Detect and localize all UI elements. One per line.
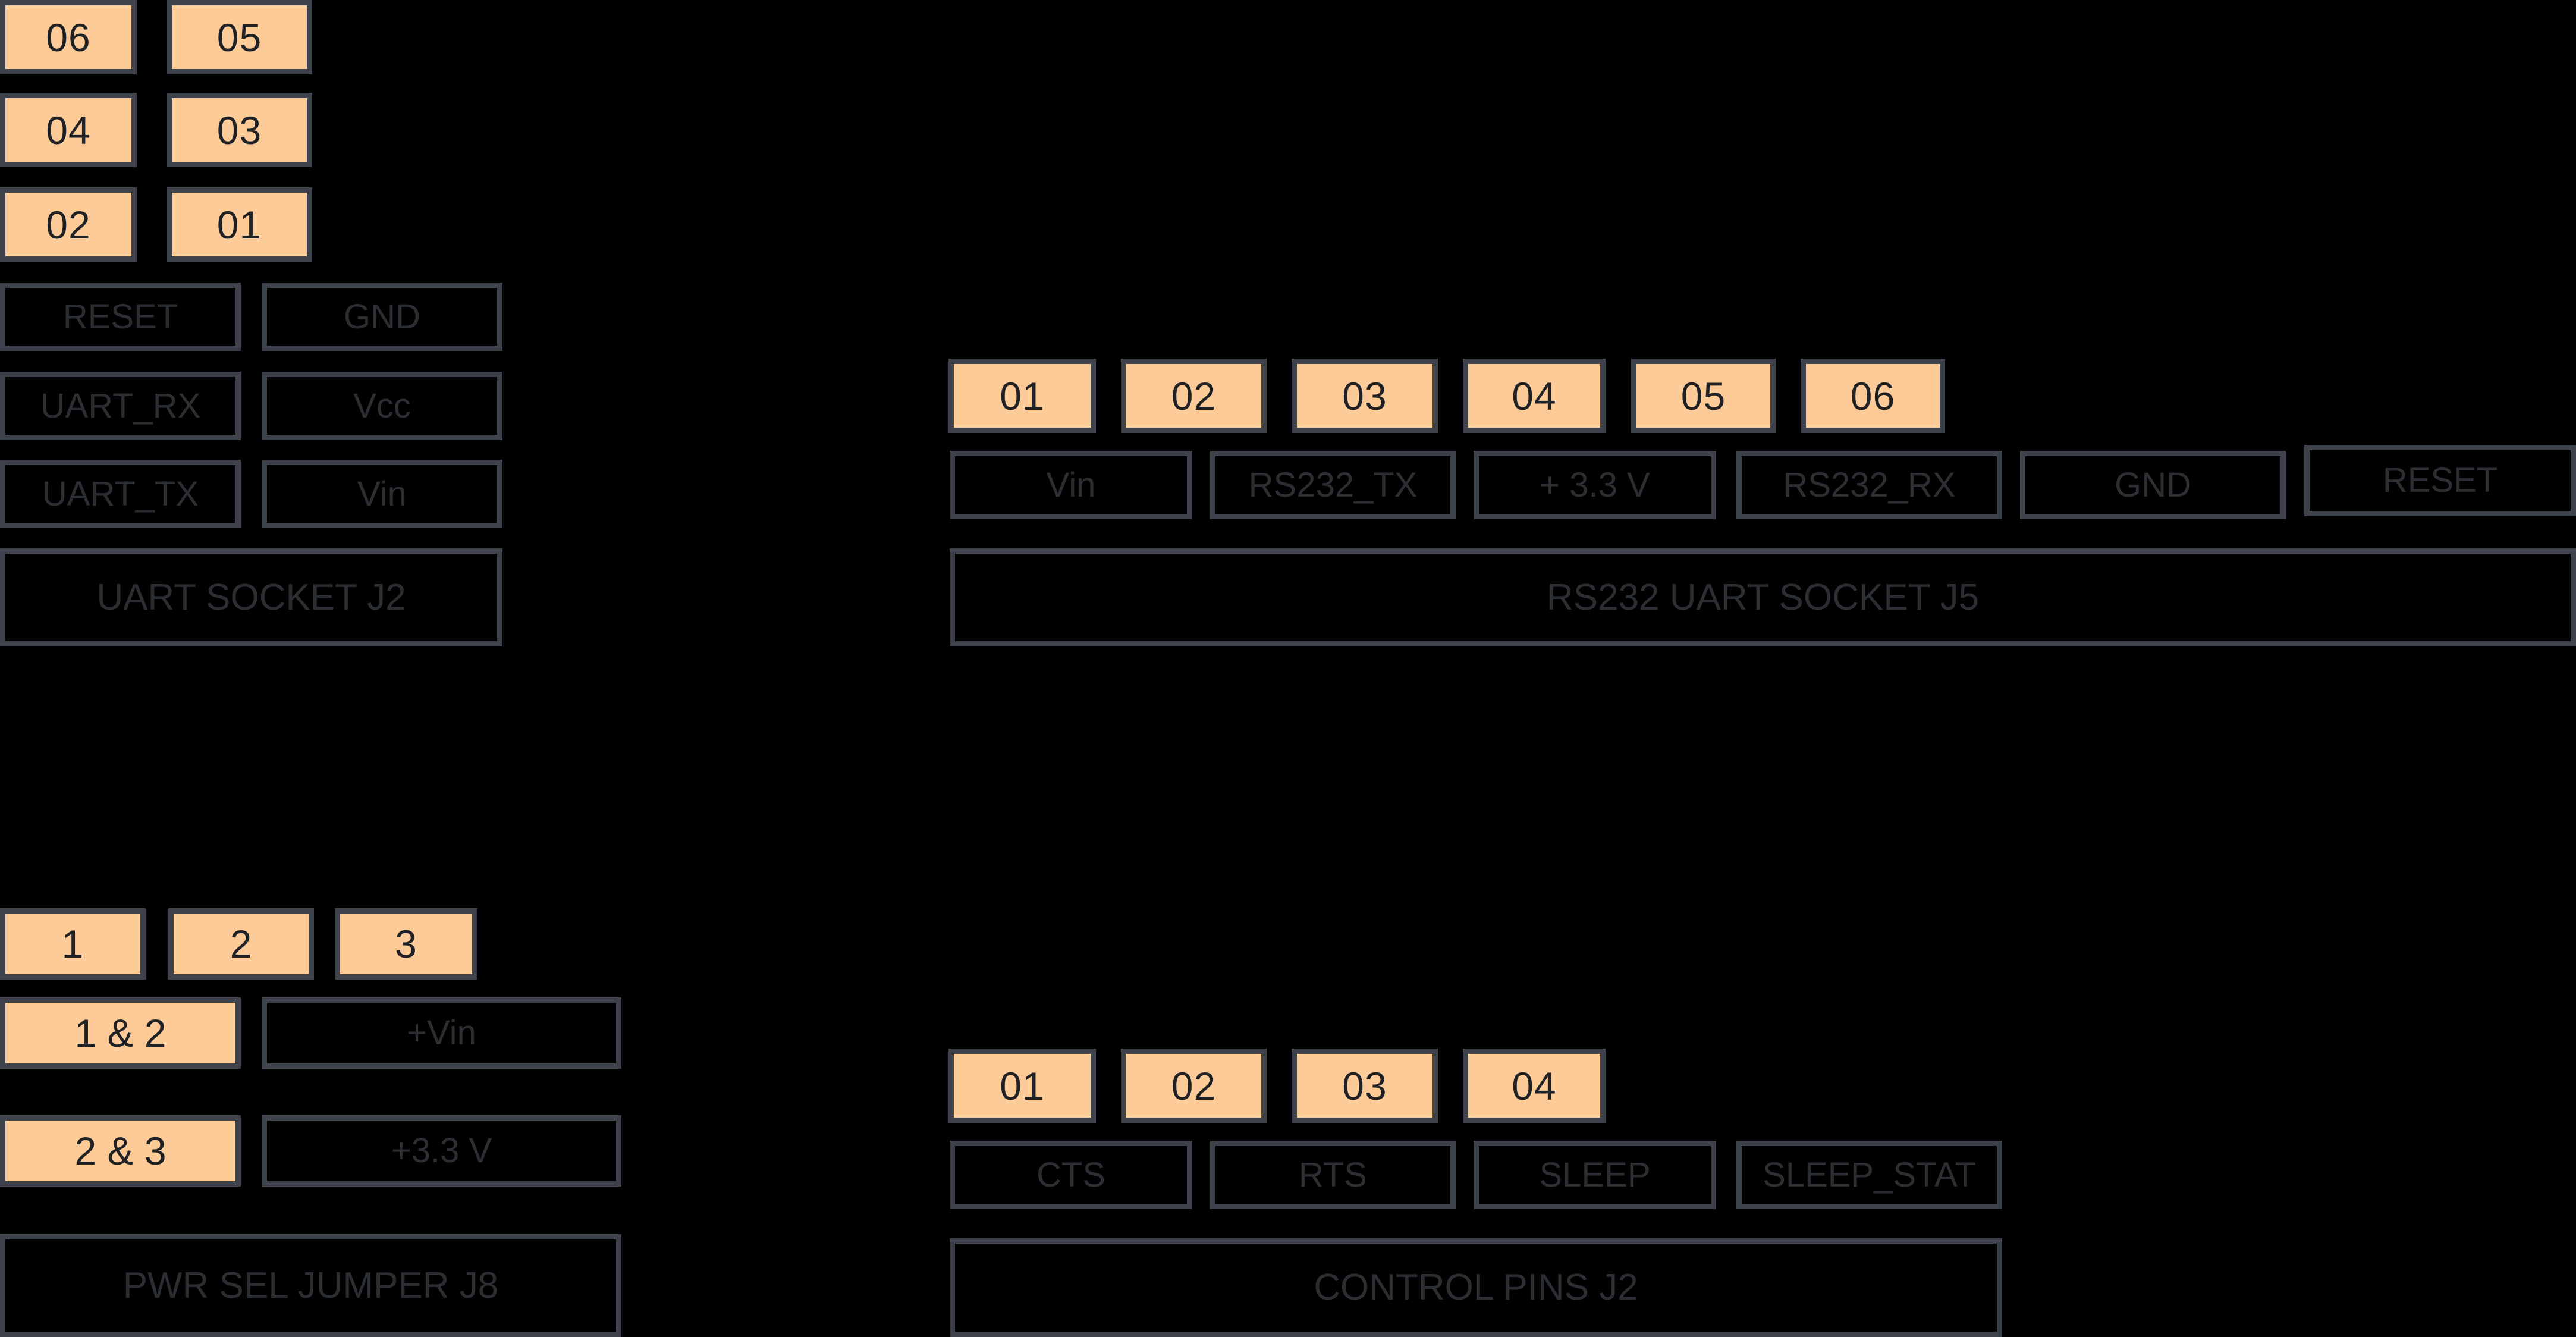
signal-box: Vin (262, 460, 502, 528)
signal-box: SLEEP_STAT (1736, 1141, 2002, 1209)
signal-box: + 3.3 V (1474, 451, 1716, 519)
signal-box: RS232_RX (1736, 451, 2002, 519)
pin-pad[interactable]: 06 (0, 0, 137, 74)
signal-box: CTS (950, 1141, 1192, 1209)
jumper-selection-pins[interactable]: 2 & 3 (0, 1115, 241, 1187)
pin-pad[interactable]: 02 (1121, 1049, 1267, 1123)
pin-pad[interactable]: 3 (335, 908, 477, 980)
pin-pad[interactable]: 01 (948, 1049, 1096, 1123)
group-footer-label: UART SOCKET J2 (0, 548, 502, 646)
pin-pad[interactable]: 06 (1801, 359, 1945, 433)
pin-pad[interactable]: 03 (1292, 1049, 1438, 1123)
pin-pad[interactable]: 1 (0, 908, 146, 980)
pin-pad[interactable]: 03 (1292, 359, 1438, 433)
pin-pad[interactable]: 04 (1463, 359, 1606, 433)
jumper-selection-value: +Vin (262, 997, 621, 1069)
pin-pad[interactable]: 05 (1631, 359, 1776, 433)
pin-pad[interactable]: 04 (1463, 1049, 1606, 1123)
signal-box: GND (2020, 451, 2286, 519)
pin-pad[interactable]: 05 (167, 0, 312, 74)
jumper-selection-pins[interactable]: 1 & 2 (0, 997, 241, 1069)
pin-pad[interactable]: 02 (1121, 359, 1267, 433)
signal-box: RESET (2304, 445, 2576, 516)
pin-pad[interactable]: 02 (0, 187, 137, 262)
pin-pad[interactable]: 01 (167, 187, 312, 262)
signal-box: GND (262, 283, 502, 351)
pin-pad[interactable]: 03 (167, 93, 312, 167)
group-footer-label: PWR SEL JUMPER J8 (0, 1234, 621, 1337)
jumper-selection-value: +3.3 V (262, 1115, 621, 1187)
pin-pad[interactable]: 04 (0, 93, 137, 167)
signal-box: Vcc (262, 372, 502, 440)
group-footer-label: RS232 UART SOCKET J5 (950, 548, 2576, 646)
group-footer-label: CONTROL PINS J2 (950, 1238, 2002, 1337)
pin-pad[interactable]: 2 (168, 908, 314, 980)
signal-box: RTS (1210, 1141, 1456, 1209)
signal-box: UART_TX (0, 460, 241, 528)
signal-box: SLEEP (1474, 1141, 1716, 1209)
signal-box: RESET (0, 283, 241, 351)
signal-box: UART_RX (0, 372, 241, 440)
pin-pad[interactable]: 01 (948, 359, 1096, 433)
signal-box: RS232_TX (1210, 451, 1456, 519)
signal-box: Vin (950, 451, 1192, 519)
